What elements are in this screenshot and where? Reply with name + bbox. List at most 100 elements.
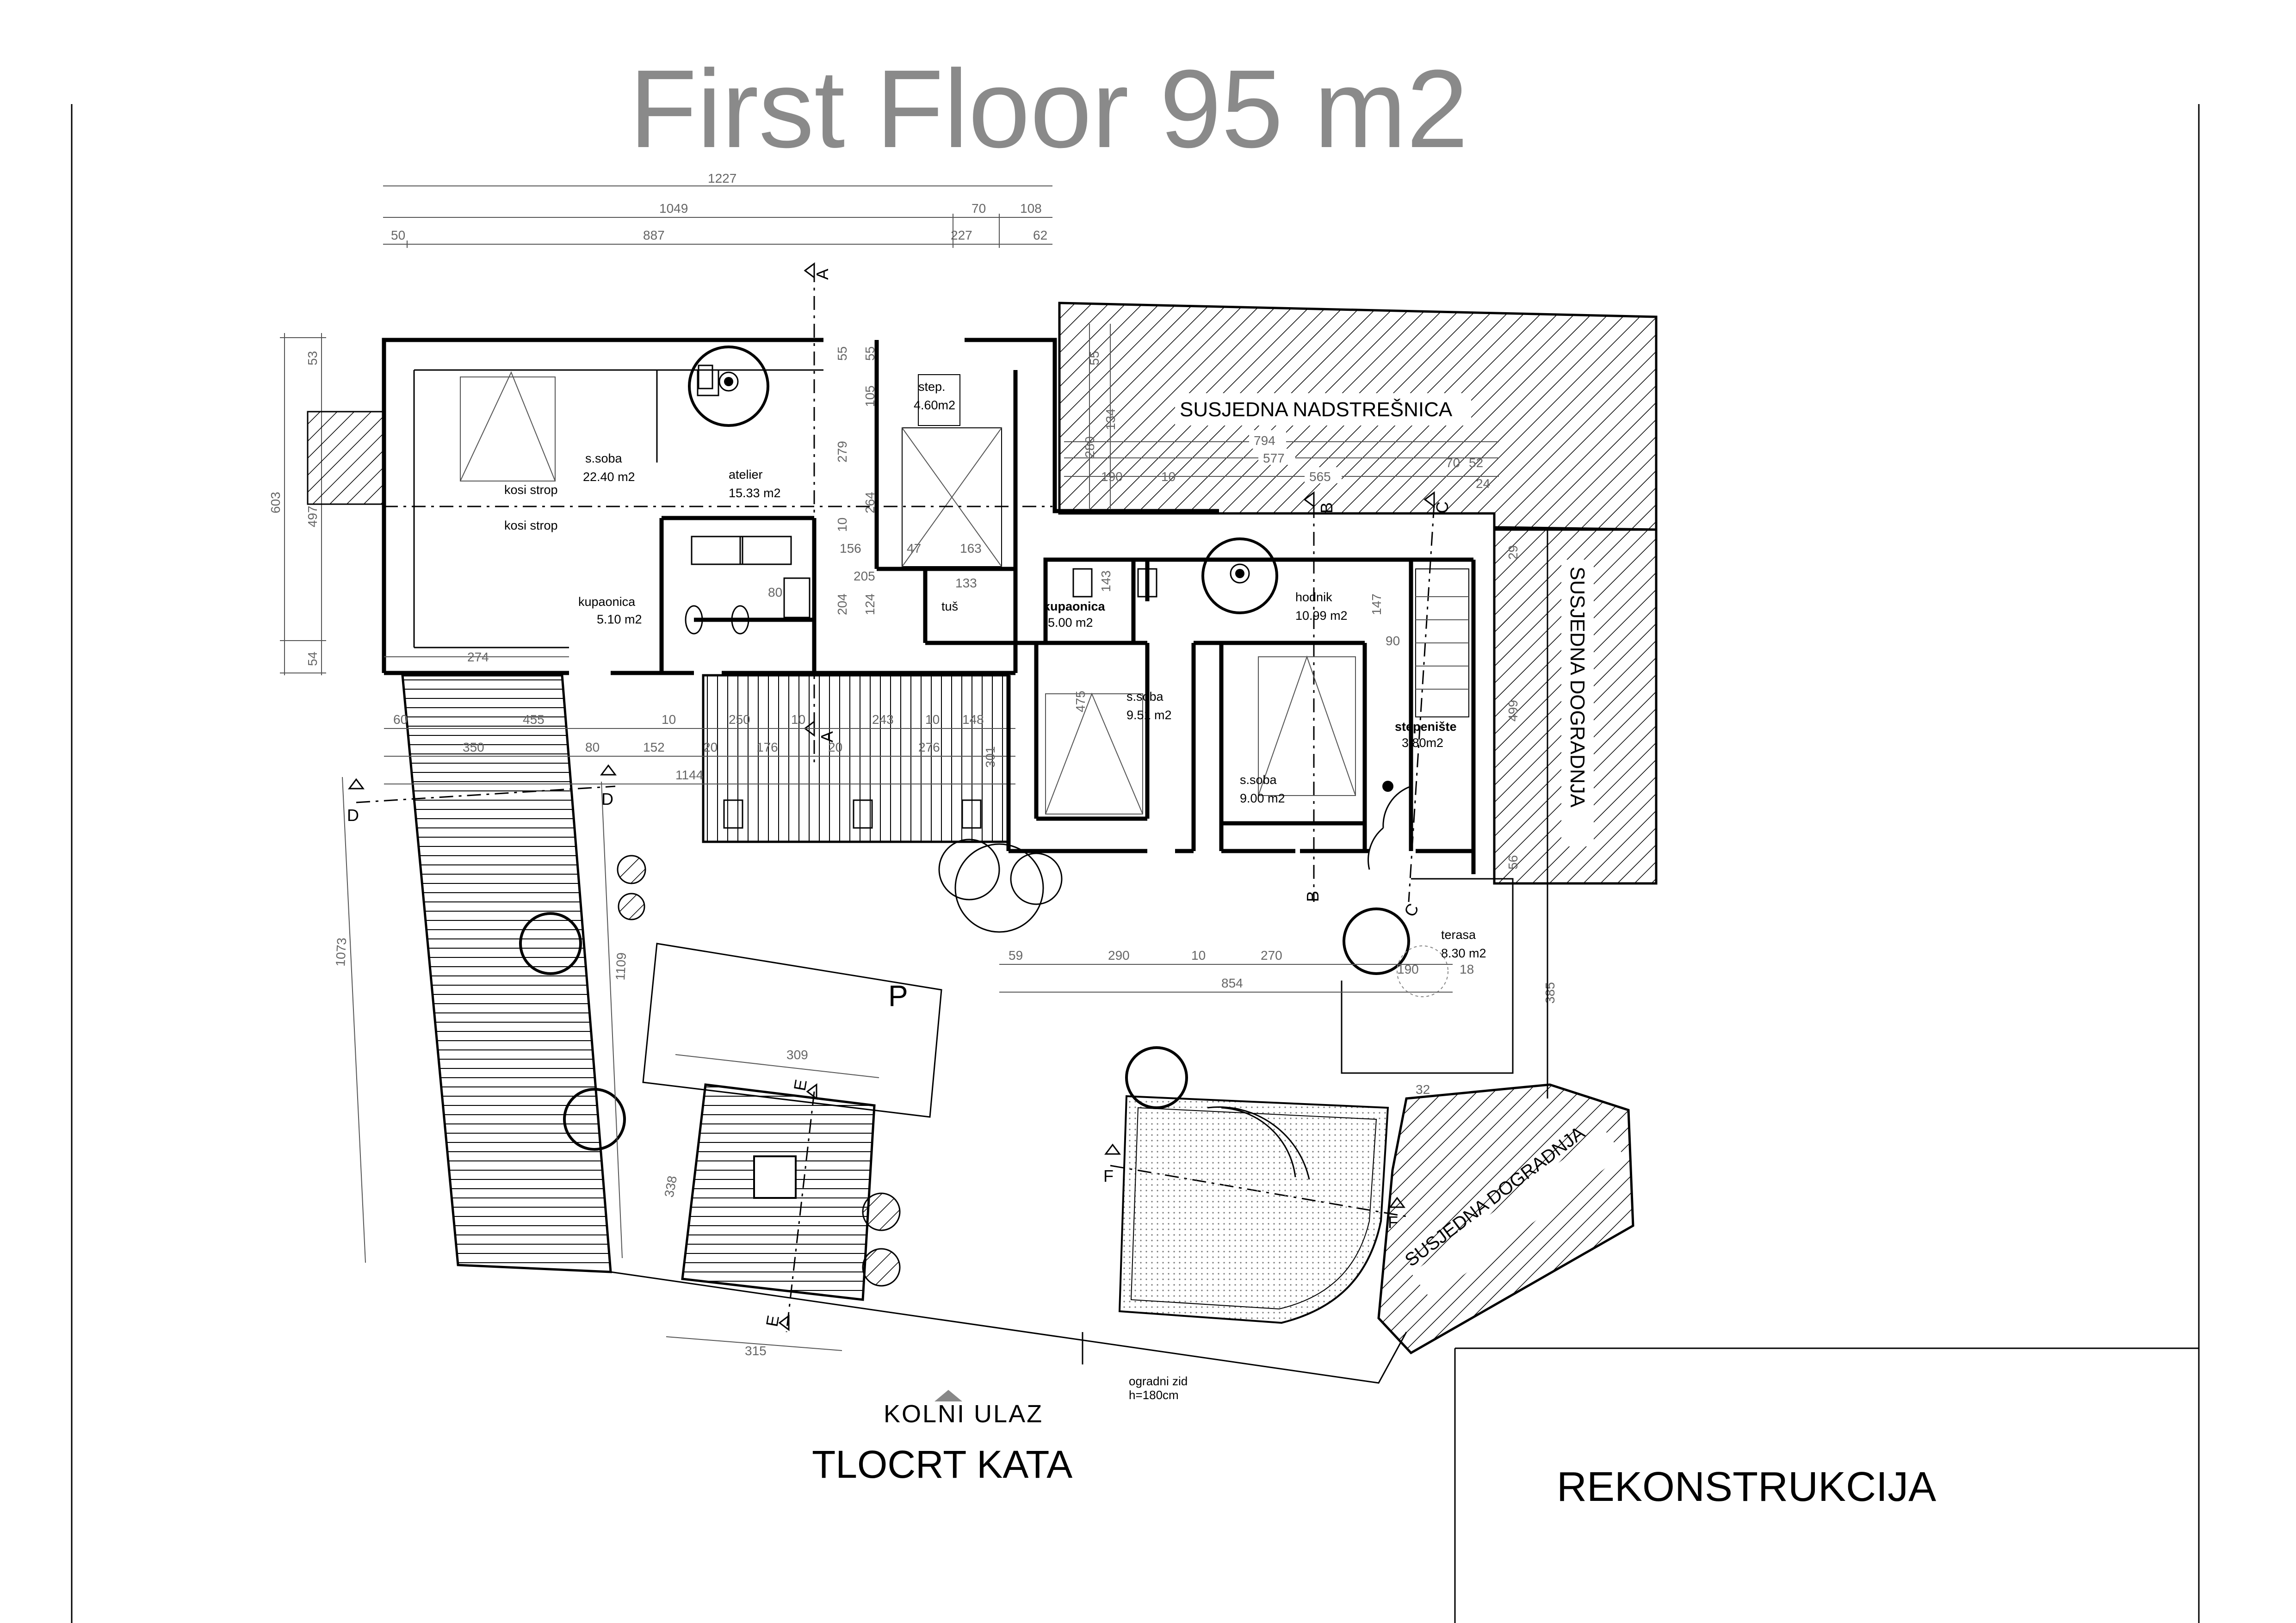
dim-courtyard-80: 80 [585,740,600,754]
dim-565: 565 [1309,469,1331,484]
dim-1073: 1073 [333,937,349,967]
dim-301: 301 [983,746,997,768]
chimney-circles [688,346,1278,614]
upper-building-walls [382,338,1219,675]
annex-right-label-bg [1561,560,1594,846]
room-kupaonica-2-name: kupaonica [1043,599,1106,613]
dim-inner-47: 47 [907,541,921,555]
dim-courtyard-152: 152 [643,740,665,754]
neighbor-canopy-label: SUSJEDNA NADSTREŠNICA [1180,398,1453,421]
dim-courtyard-276: 276 [918,740,940,754]
dim-55-r: 55 [1087,351,1102,365]
dim-56: 56 [1506,855,1520,870]
dim-bg-577 [1258,449,1295,465]
dim-inner-133: 133 [955,576,977,590]
room-kupaonica-1-area: 5.10 m2 [597,612,642,626]
dim-70-r: 70 [1446,456,1460,470]
dim-terrace-854: 854 [1221,976,1243,990]
section-b-bottom: B [1303,891,1322,902]
fence-wall-label-1: ogradni zid [1129,1374,1188,1388]
plan-title: TLOCRT KATA [812,1443,1072,1486]
room-ssoba-2-area: 9.51 m2 [1126,708,1172,722]
courtyard-dimension-lines [384,656,1015,784]
entrance-label: KOLNI ULAZ [884,1400,1043,1428]
section-f-left: F [1103,1166,1114,1185]
dim-147: 147 [1369,593,1384,615]
room-ssoba-2-name: s.soba [1126,690,1164,704]
room-step-name: step. [918,380,946,394]
dim-32: 32 [1416,1082,1430,1097]
dim-577: 577 [1263,451,1285,465]
dim-1109: 1109 [613,952,629,981]
dim-inner-55a: 55 [835,346,849,361]
room-ssoba-1-area: 22.40 m2 [583,470,635,484]
room-hodnik-area: 10.99 m2 [1295,609,1348,623]
dim-inner-163: 163 [960,541,982,555]
section-a-top: A [813,269,832,280]
dim-309: 309 [786,1048,808,1062]
site-outlines [610,879,1548,1384]
room-terasa-name: terasa [1441,928,1476,942]
dim-280: 280 [1083,436,1097,458]
dim-143: 143 [1099,570,1113,592]
dim-499: 499 [1506,700,1520,722]
dim-385: 385 [1543,982,1557,1004]
dim-bg-794 [1249,430,1286,449]
dim-315: 315 [745,1344,767,1358]
section-d-left: D [347,806,359,825]
dim-terrace-18: 18 [1460,962,1474,976]
dim-terrace-59: 59 [1009,948,1023,963]
room-step-area: 4.60m2 [914,398,955,412]
dim-left-53: 53 [305,351,320,365]
dim-courtyard-176: 176 [756,740,778,754]
dim-courtyard-1144: 1144 [675,768,703,782]
site-circles [519,912,1188,1151]
dim-134: 134 [1103,408,1118,430]
dim-top-70: 70 [972,201,986,216]
dim-top-total: 1227 [708,171,736,185]
dim-inner-105: 105 [863,385,877,407]
note-kosi-strop-2: kosi strop [504,518,558,532]
dim-terrace-10: 10 [1191,948,1206,963]
dim-left-54: 54 [305,652,320,666]
ramp-left [401,674,612,1273]
upper-furniture [460,364,811,635]
dim-terrace-270: 270 [1261,948,1282,963]
dim-courtyard-10c: 10 [925,712,940,727]
dim-10-r: 10 [1161,469,1176,484]
terrace-dimension-lines [999,964,1453,993]
note-tus: tuš [941,599,958,613]
dim-courtyard-10a: 10 [662,712,676,727]
page-title: First Floor 95 m2 [629,47,1468,171]
dim-24: 24 [1476,476,1490,491]
room-stepeniste-name: stepenište [1395,720,1457,734]
project-title: REKONSTRUKCIJA [1557,1464,1936,1510]
dim-top-227: 227 [951,228,972,242]
right-wing-furniture [1045,568,1469,870]
dim-left-603: 603 [268,492,283,513]
room-ssoba-3-area: 9.00 m2 [1240,791,1285,805]
dim-90: 90 [1386,634,1400,648]
dim-inner-156: 156 [840,541,861,555]
dim-inner-204: 204 [835,593,849,615]
dim-52: 52 [1469,456,1483,470]
fence-wall-label-2: h=180cm [1129,1388,1179,1402]
dim-top-62: 62 [1033,228,1047,242]
dim-inner-10: 10 [835,518,849,532]
dim-courtyard-20b: 20 [828,740,842,754]
upper-stair [902,374,1002,567]
room-hodnik-name: hodnik [1295,590,1332,604]
section-d-right: D [601,790,613,808]
room-ssoba-3-name: s.soba [1240,773,1277,787]
room-terasa-area: 8.30 m2 [1441,946,1486,960]
dim-475: 475 [1073,691,1088,712]
pergola [702,674,1010,843]
dim-top-1049: 1049 [659,201,688,216]
room-atelier-area: 15.33 m2 [729,486,781,500]
canopy-label-bg [1175,393,1471,426]
dim-inner-55b: 55 [863,346,877,361]
dim-190-r: 190 [1101,469,1123,484]
dim-courtyard-350: 350 [463,740,484,754]
dim-top-50: 50 [391,228,405,242]
